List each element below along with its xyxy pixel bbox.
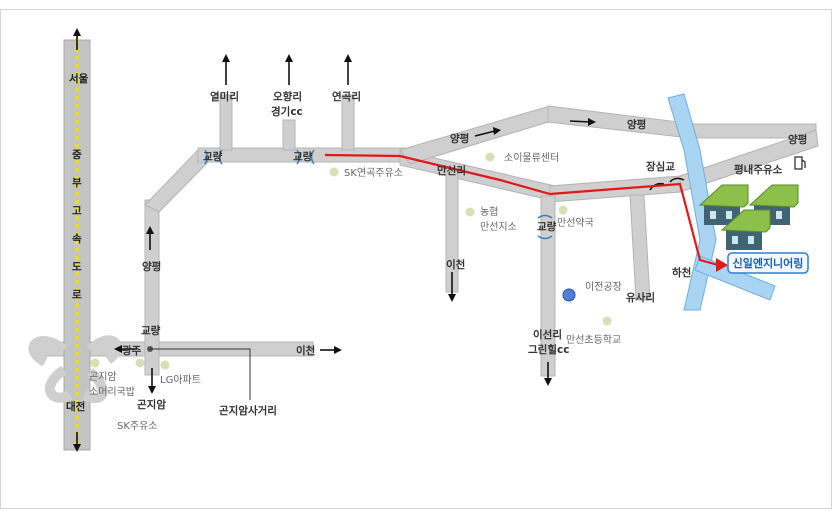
label-yangpyeong-east: 양평 [788, 133, 807, 146]
label-manseonri: 만선리 [437, 164, 466, 177]
label-pyeongnae-station: 평내주유소 [734, 163, 783, 176]
road-ohyangri [282, 119, 296, 151]
highway-char-6: 로 [72, 289, 82, 301]
destination-box [727, 252, 809, 274]
label-yeongokri: 연곡리 [332, 90, 361, 103]
bridge-icon-1 [204, 149, 223, 165]
destination-label: 신일엔지니어링 [733, 256, 804, 270]
label-gonjiam-down: 곤지암 [137, 398, 166, 411]
highway-centerline [75, 40, 79, 450]
intersection-pointer [150, 348, 251, 400]
poi-dot-school [602, 316, 612, 326]
highway-char-3: 고 [72, 205, 82, 217]
label-yangpyeong-mid: 양평 [450, 132, 469, 145]
factory-marker [562, 288, 576, 302]
label-gonjiam-intersection: 곤지암사거리 [219, 404, 277, 417]
label-hacheon: 하천 [672, 266, 691, 279]
label-gonjiam-food: 소머리국밥 [89, 386, 135, 398]
highway-labels: 서울 중 부 고 속 도 로 대전 [66, 72, 89, 413]
label-gyoryang-2: 교량 [293, 151, 313, 163]
river [667, 93, 776, 311]
poi-dot-lg [160, 360, 170, 370]
label-iseonri: 이선리 [533, 328, 562, 341]
river-branch [694, 255, 776, 301]
label-gyoryang-3: 교량 [537, 221, 557, 233]
poi-dot-sk [329, 167, 339, 177]
label-ohyangri: 오향리 [273, 90, 302, 103]
poi-dots [90, 152, 612, 370]
highway-char-1: 중 [72, 149, 82, 161]
label-yeolmiri: 열미리 [210, 90, 239, 103]
gas-station-icon [794, 156, 806, 170]
destination-buildings [698, 184, 799, 250]
label-jangsim-bridge: 장심교 [646, 160, 675, 173]
label-gonjiam-top: 곤지암 [89, 371, 117, 383]
label-manseon-pharmacy: 만선약국 [557, 217, 594, 229]
place-labels: 열미리 오향리 경기cc 연곡리 교량 교량 SK연곡주유소 양평 양평 양평 … [89, 90, 807, 432]
poi-dot-soi [485, 152, 495, 162]
route-arrow-head [716, 258, 728, 272]
label-yusari: 유사리 [626, 291, 655, 304]
direction-arrows [73, 28, 596, 452]
label-lg-apt: LG아파트 [160, 374, 201, 386]
map-frame [0, 9, 832, 509]
arrow-yangpyeong-top [569, 120, 591, 123]
route-line [324, 153, 719, 267]
highway-char-4: 속 [72, 233, 82, 245]
bridge-icon-2 [296, 149, 315, 165]
road-yusari [629, 194, 651, 301]
label-manseon-school: 만선초등학교 [566, 334, 621, 346]
highway-char-5: 도 [72, 261, 82, 273]
highway-top-label: 서울 [69, 72, 89, 85]
label-soi-center: 소이물류센터 [504, 152, 559, 164]
label-yangpyeong-top: 양평 [627, 118, 646, 131]
label-manseon-branch: 만선지소 [480, 221, 517, 233]
label-gyeonggi-cc: 경기cc [271, 105, 303, 118]
label-green-hill-cc: 그린힐cc [528, 343, 569, 356]
road-yeongokri [341, 94, 355, 151]
label-sk-station-2: SK주유소 [117, 420, 158, 432]
building-3 [720, 209, 771, 250]
interchange-loops [28, 335, 122, 403]
highway-bottom-label: 대전 [66, 400, 85, 413]
label-icheon-factory: 이전공장 [585, 281, 622, 293]
label-nonghyup: 농협 [480, 205, 498, 218]
label-gwangju: 광주 [122, 345, 142, 357]
highway-char-2: 부 [72, 177, 82, 189]
label-yangpyeong-west: 양평 [142, 260, 161, 273]
bridge-icon-3 [537, 214, 553, 240]
label-icheon-east: 이천 [296, 344, 315, 357]
building-1 [698, 184, 749, 225]
label-gyoryang-1: 교량 [203, 151, 223, 163]
poi-dot-pharmacy [558, 205, 568, 215]
poi-dot-sk2 [135, 358, 145, 368]
label-gyoryang-4: 교량 [141, 325, 161, 337]
label-icheon-down: 이천 [446, 258, 465, 271]
poi-dot-gonjiam-food [90, 358, 100, 368]
poi-dot-nonghyup [465, 207, 475, 217]
label-sk-station: SK연곡주유소 [344, 167, 403, 179]
bridge-icon-jangsim [649, 177, 685, 191]
road-yeolmiri [219, 94, 233, 151]
arrow-yangpyeong-mid [474, 130, 496, 137]
river-main [667, 93, 717, 311]
bridge-markers [204, 149, 685, 240]
